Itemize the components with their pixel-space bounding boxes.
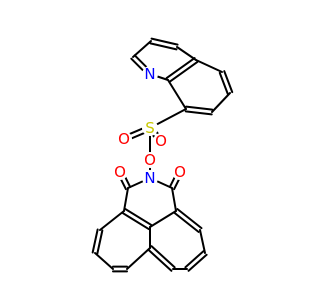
- bond-cr-a3: [171, 187, 177, 212]
- s-sulfonyl-label: S: [145, 119, 155, 137]
- o-sulfonyl-right-background: [153, 133, 169, 149]
- bond-a12-a7-b: [147, 248, 173, 272]
- bond-c8-c8a: [167, 79, 187, 110]
- o-ester-background: [142, 152, 158, 168]
- n-imide-label: N: [144, 169, 155, 187]
- o-sulfonyl-right-label: O: [155, 132, 167, 150]
- o-carbonyl-left-label: O: [114, 163, 126, 181]
- bond-c3-c4-b: [150, 37, 179, 46]
- bond-c7-c8-a: [185, 105, 214, 111]
- bond-a10-a9: [199, 229, 206, 254]
- bond-c2-c3: [132, 40, 152, 58]
- bond-c6-c7: [211, 92, 231, 113]
- bond-a1-a2-b: [124, 207, 153, 226]
- o-sulfonyl-left-label: O: [118, 130, 130, 148]
- bond-a2-a3: [149, 210, 177, 228]
- bond-a9-a8-a: [184, 250, 205, 269]
- bond-c4a-c8a-a: [165, 57, 196, 80]
- bond-a4-a5-b: [96, 229, 104, 255]
- o-carbonyl-right-background: [172, 164, 188, 180]
- bond-c5-c6-a: [218, 71, 229, 95]
- bond-cl-a1: [123, 187, 129, 212]
- bond-c7-c8-b: [184, 110, 213, 116]
- bond-c4a-c5: [195, 59, 223, 73]
- bond-a5-a6: [94, 252, 114, 270]
- bond-a4-a5-a: [91, 228, 99, 254]
- bond-c4a-c8a-b: [168, 60, 199, 83]
- bond-layer: [91, 37, 234, 273]
- bond-c5-c6-b: [223, 70, 234, 94]
- o-carbonyl-left-background: [112, 164, 128, 180]
- n-imide-background: [142, 170, 158, 186]
- bond-c4-c4a: [176, 46, 197, 61]
- bond-a1-a4: [99, 210, 125, 231]
- bond-a3-a10-a: [173, 211, 200, 233]
- n-quinoline-background: [142, 66, 158, 82]
- bond-a9-a8-b: [187, 253, 208, 272]
- s-sulfonyl-background: [142, 120, 158, 136]
- bond-a1-a2-a: [121, 212, 150, 231]
- bond-a3-a10-b: [176, 208, 203, 230]
- n-quinoline-label: N: [144, 65, 155, 83]
- o-ester-label: O: [144, 151, 156, 169]
- o-carbonyl-right-label: O: [174, 163, 186, 181]
- o-sulfonyl-left-background: [116, 131, 132, 147]
- bond-a11-a7: [126, 247, 151, 270]
- bond-a12-a7-a: [150, 245, 176, 269]
- bond-c3-c4-a: [149, 42, 178, 51]
